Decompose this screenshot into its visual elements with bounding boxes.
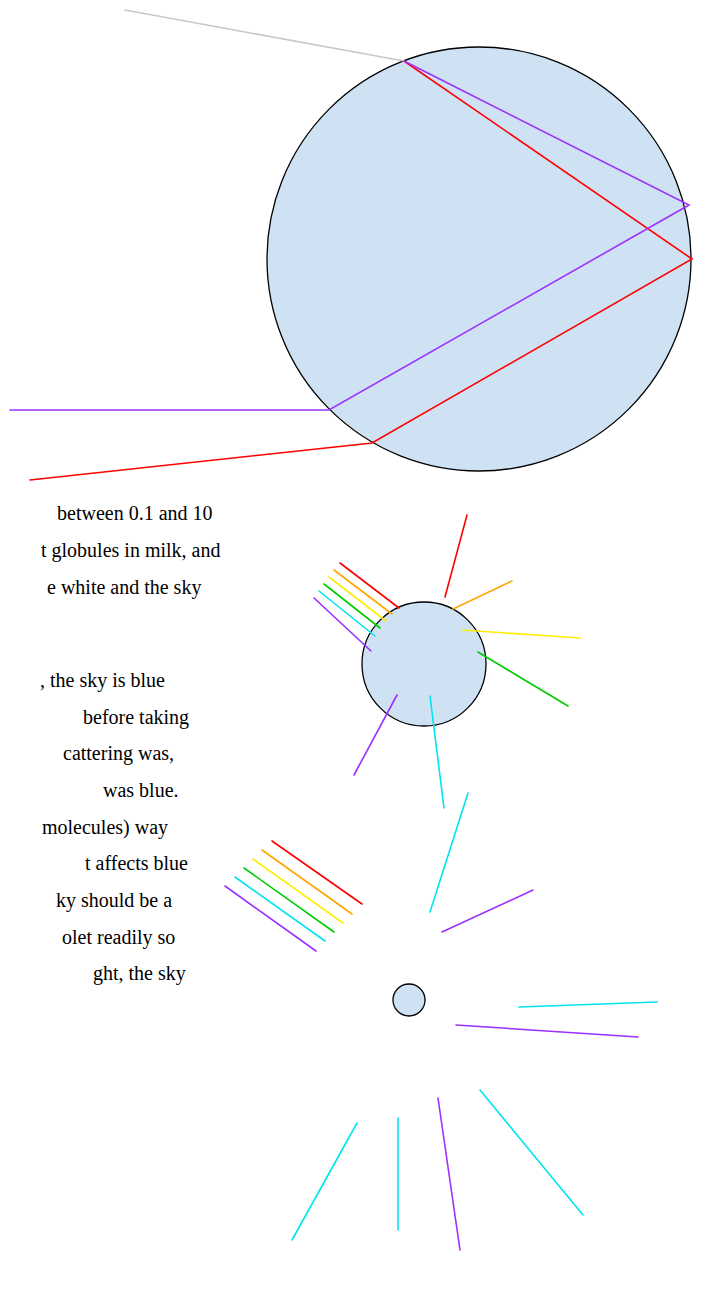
particle-circle: [362, 602, 486, 726]
incident-ray: [244, 868, 334, 932]
text-line: before taking: [83, 705, 189, 729]
droplet-circle: [267, 47, 691, 471]
scattered-ray: [519, 1002, 657, 1007]
large-droplet: [10, 10, 692, 480]
scattered-ray: [430, 793, 468, 912]
incident-ray: [262, 850, 352, 914]
text-line: cattering was,: [63, 741, 174, 765]
scattered-ray: [456, 1025, 638, 1037]
text-line: ky should be a: [56, 888, 172, 912]
incident-ray: [329, 577, 386, 621]
scattered-ray: [453, 581, 512, 609]
incident-ray: [324, 584, 380, 628]
text-line: e white and the sky: [47, 575, 201, 599]
small-molecule: [225, 793, 657, 1250]
red-ray: [30, 61, 692, 480]
text-line: t globules in milk, and: [41, 538, 220, 562]
scattered-ray: [462, 630, 580, 638]
text-line: , the sky is blue: [40, 668, 165, 692]
scattered-ray: [354, 695, 397, 775]
scattered-ray: [397, 1118, 399, 1230]
text-line: t affects blue: [85, 851, 188, 875]
medium-particle: [314, 515, 580, 808]
scattered-ray: [480, 1090, 583, 1215]
violet-ray: [10, 61, 689, 410]
incident-ray: [235, 877, 325, 941]
scattered-ray: [438, 1098, 460, 1250]
incident-ray: [334, 570, 392, 614]
text-line: ght, the sky: [93, 961, 186, 985]
scattered-ray: [445, 515, 467, 597]
text-line: between 0.1 and 10: [57, 501, 213, 525]
incident-ray: [314, 598, 371, 651]
scattered-ray: [430, 696, 444, 808]
scattered-ray: [442, 890, 533, 932]
text-line: olet readily so: [62, 925, 175, 949]
scattered-ray: [292, 1123, 357, 1240]
incident-ray: [340, 563, 399, 608]
molecule-circle: [393, 984, 425, 1016]
scattered-ray: [478, 652, 568, 706]
text-line: was blue.: [103, 778, 179, 802]
incident-ray: [272, 841, 362, 904]
text-line: molecules) way: [42, 815, 168, 839]
incident-ray: [225, 886, 316, 951]
incident-ray: [125, 10, 404, 61]
incident-ray: [253, 859, 343, 923]
